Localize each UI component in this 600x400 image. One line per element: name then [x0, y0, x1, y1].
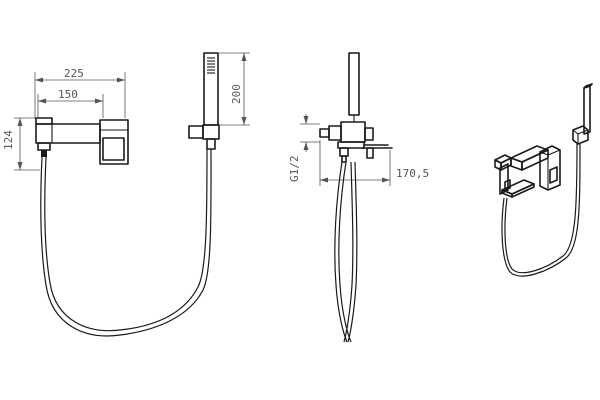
dim-225: 225 — [34, 67, 126, 118]
dim-200: 200 — [218, 52, 250, 126]
handshower-side — [348, 52, 360, 122]
dim-label-150: 150 — [58, 88, 78, 101]
dim-label-200: 200 — [230, 84, 243, 104]
mixer-iso — [494, 145, 561, 198]
handshower-front — [188, 52, 220, 150]
front-view: 225 150 124 — [2, 52, 250, 337]
dim-170-5: 170,5 — [319, 140, 429, 186]
dim-label-225: 225 — [64, 67, 84, 80]
hose-side — [334, 161, 358, 343]
perspective-view — [494, 83, 593, 277]
side-view: G1/2 170,5 — [288, 52, 429, 343]
dim-label-124: 124 — [2, 130, 15, 150]
dim-150: 150 — [37, 88, 104, 118]
hose-front — [40, 148, 212, 337]
dim-124: 124 — [2, 117, 40, 171]
mixer-front — [35, 117, 129, 165]
dim-g12: G1/2 — [288, 114, 320, 182]
mixer-side — [319, 121, 393, 163]
dim-label-170-5: 170,5 — [396, 167, 429, 180]
hose-iso — [501, 143, 581, 277]
handshower-iso — [572, 83, 593, 145]
dim-label-g12: G1/2 — [288, 156, 301, 183]
